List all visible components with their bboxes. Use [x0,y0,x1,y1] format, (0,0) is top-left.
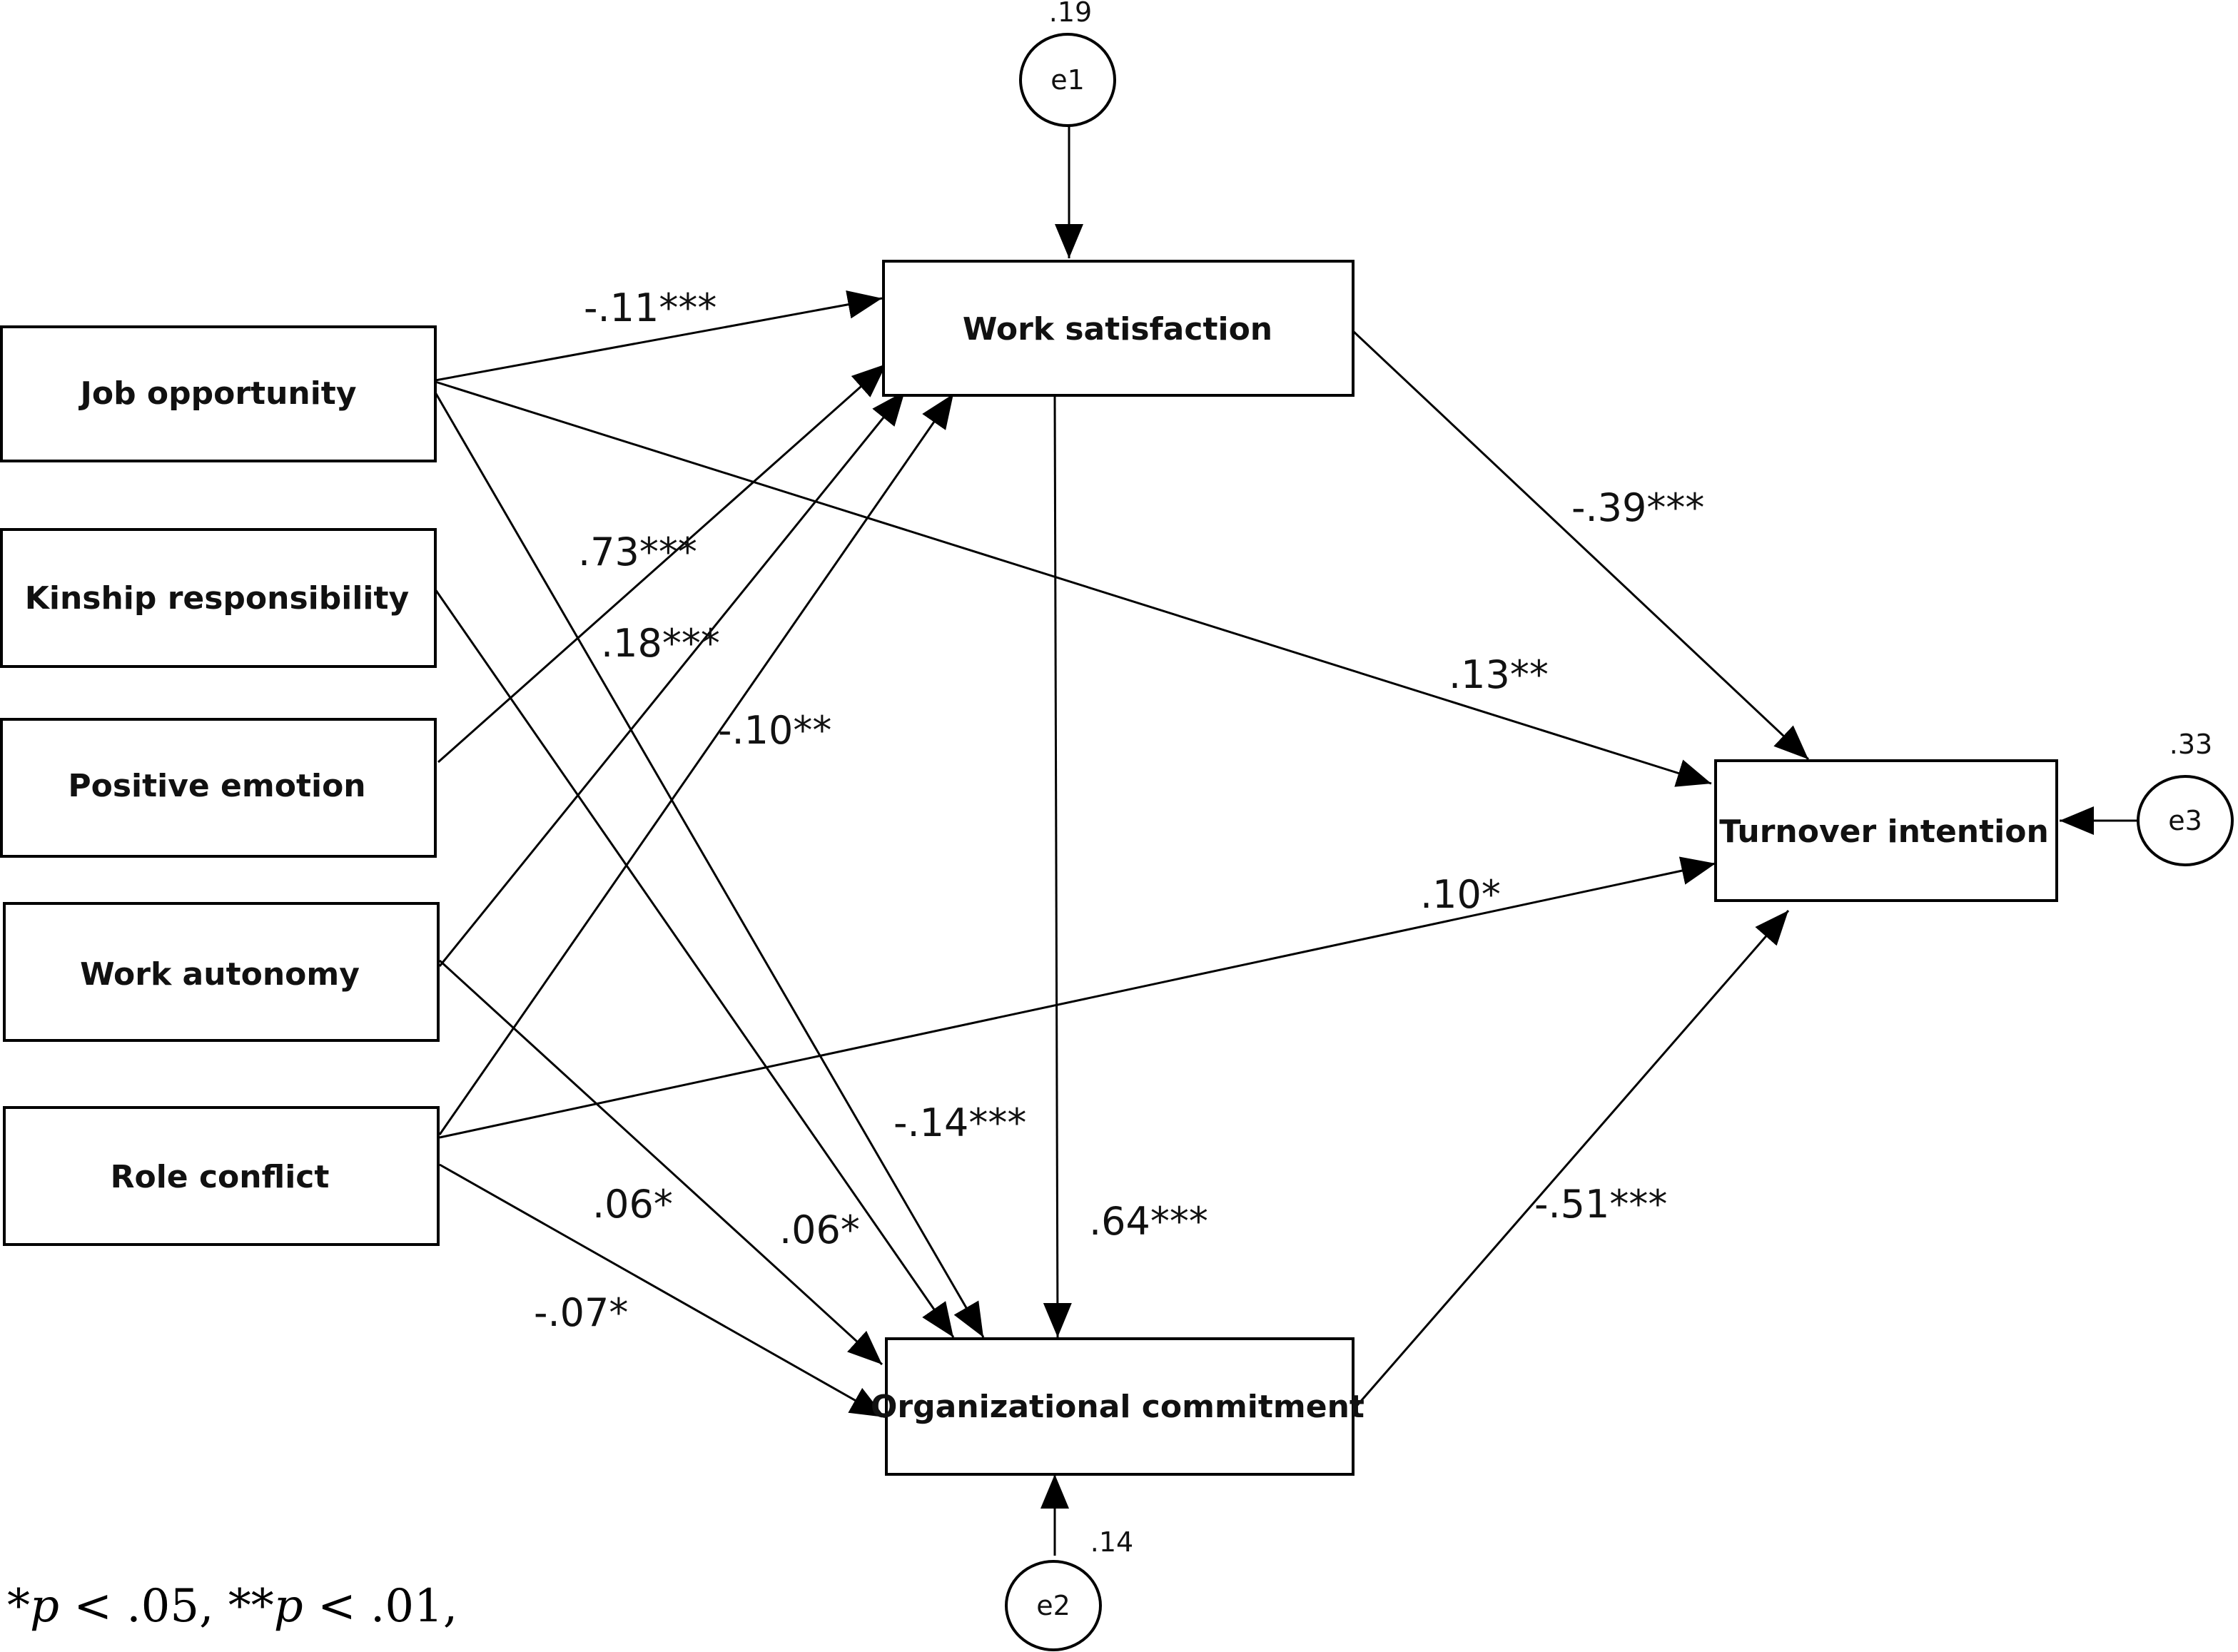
node-label: Organizational commitment [871,1389,1364,1425]
path-work-autonomy-to-organizational-commitment [438,959,883,1366]
node-organizational-commitment: Organizational commitment [871,1337,1364,1476]
path-role-conflict-to-turnover-intention [439,856,1716,1139]
node-label: Work satisfaction [963,311,1272,348]
error-e1: e1 .19 [1019,0,1116,127]
coef-ws-ti: -.39*** [1571,485,1704,530]
edges [434,126,2138,1556]
coef-wa-ws: .18*** [601,621,720,666]
coef-rc-ti: .10* [1420,872,1501,917]
path-positive-emotion-to-work-satisfaction [437,363,887,764]
coefficients: -.11*** .73*** .18*** -.10** -.39*** .13… [534,285,1704,1335]
node-turnover-intention: Turnover intention [1714,759,2058,902]
node-label: Job opportunity [78,375,356,412]
significance-footnote: *p < .05, **p < .01, [7,1580,457,1633]
coef-rc-oc: -.07* [534,1290,628,1335]
footnote-part: * [7,1580,30,1633]
error-label: e3 [2168,805,2202,836]
coef-ws-oc: .64*** [1089,1199,1208,1244]
node-label: Work autonomy [80,956,360,993]
error-label: e2 [1036,1590,1070,1621]
error-e3: e3 .33 [2137,729,2234,866]
node-role-conflict: Role conflict [3,1106,440,1246]
path-organizational-commitment-to-turnover-intention [1352,910,1790,1411]
node-label: Positive emotion [68,768,365,804]
path-job-opportunity-to-work-satisfaction [435,290,883,382]
path-work-satisfaction-to-organizational-commitment [1043,396,1072,1338]
node-positive-emotion: Positive emotion [0,718,437,858]
coef-rc-ws: -.10** [718,708,831,753]
node-work-autonomy: Work autonomy [3,902,440,1042]
node-job-opportunity: Job opportunity [0,325,437,462]
error-label: e1 [1050,64,1085,96]
path-role-conflict-to-work-satisfaction [438,393,955,1135]
path-kinship-responsibility-to-organizational-commitment [434,589,955,1338]
footnote-part: < .01, [303,1580,457,1633]
footnote-p: p [30,1580,59,1633]
coef-jo-ti: .13** [1449,652,1549,697]
node-label: Turnover intention [1719,814,2049,850]
error-variance: .19 [1049,0,1092,28]
error-variance: .14 [1090,1526,1133,1558]
node-label: Role conflict [111,1159,330,1195]
path-job-opportunity-to-organizational-commitment [434,392,985,1338]
node-label: Kinship responsibility [25,580,409,617]
coef-jo-ws: -.11*** [584,285,717,330]
path-job-opportunity-to-turnover-intention [435,380,1712,787]
path-role-conflict-to-organizational-commitment [439,1163,886,1419]
coef-jo-oc: -.14*** [893,1100,1026,1145]
error-e2: e2 .14 [1005,1526,1133,1651]
path-work-satisfaction-to-turnover-intention [1352,330,1810,761]
coef-pe-ws: .73*** [578,529,697,574]
coef-kr-oc: .06* [779,1207,860,1252]
node-work-satisfaction: Work satisfaction [882,260,1355,397]
footnote-p: p [274,1580,303,1633]
path-work-autonomy-to-work-satisfaction [438,390,906,967]
footnote-part: < .05, ** [59,1580,274,1633]
node-kinship-responsibility: Kinship responsibility [0,528,437,668]
coef-wa-oc: .06* [592,1182,673,1227]
coef-oc-ti: -.51*** [1534,1182,1667,1227]
error-variance: .33 [2169,729,2212,760]
